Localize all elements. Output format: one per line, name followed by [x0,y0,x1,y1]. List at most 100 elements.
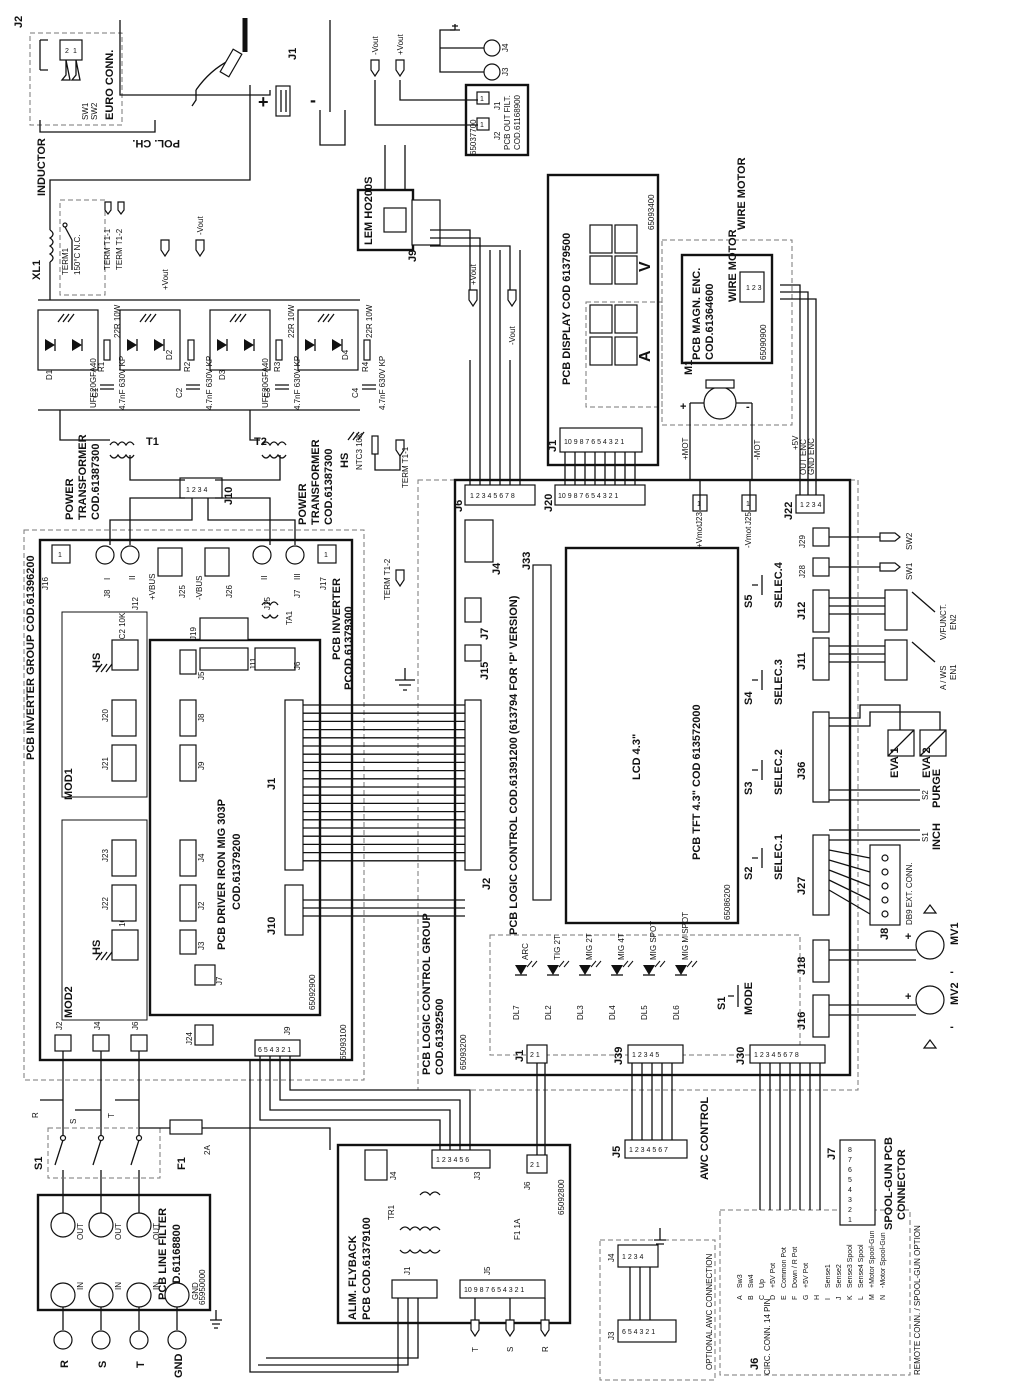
svg-text:J3: J3 [197,941,206,950]
svg-text:D4: D4 [341,349,350,360]
svg-text:V/FUNCT.: V/FUNCT. [939,604,948,640]
led-label: TIG 2T [553,935,562,960]
svg-text:+: + [258,92,269,112]
svg-text:J9: J9 [407,250,419,262]
svg-text:J12: J12 [131,597,140,610]
pcb-magn-enc: PCB MAGN. ENC. COD.61364600 65090900 1 2… [680,157,774,365]
svg-text:T: T [107,1113,116,1118]
svg-text:UFE20GFA40: UFE20GFA40 [261,358,270,408]
svg-text:TR1: TR1 [387,1204,396,1220]
svg-text:4.7nF 630V KP: 4.7nF 630V KP [118,356,127,410]
svg-text:REMOTE CONN. / SPOOL-GUN OPTIO: REMOTE CONN. / SPOOL-GUN OPTION [913,1225,922,1375]
svg-text:S5: S5 [743,595,755,608]
remote-pin-signal: -Motor Spool-Gun [880,1232,887,1288]
svg-text:TERM T1-2: TERM T1-2 [383,558,392,600]
svg-text:C2: C2 [175,387,184,398]
svg-text:1 2 3 4: 1 2 3 4 [800,502,822,509]
inverter-group-box [23,529,365,1081]
svg-text:LCD 4.3": LCD 4.3" [631,734,643,780]
svg-text:J16: J16 [41,577,50,590]
svg-text:SELEC.4: SELEC.4 [773,561,785,608]
svg-text:J6: J6 [453,500,465,512]
svg-text:J1: J1 [547,440,559,452]
svg-text:1: 1 [324,552,328,559]
svg-text:J17: J17 [319,577,328,590]
svg-text:S4: S4 [743,691,755,705]
svg-text:HS: HS [91,940,103,955]
svg-text:SELEC.2: SELEC.2 [773,749,785,795]
svg-text:TERM T1-1: TERM T1-1 [103,228,112,270]
svg-text:1 2 3 4 5 6: 1 2 3 4 5 6 [436,1157,469,1164]
svg-text:IN: IN [152,1282,161,1290]
remote-pin-letter: B [748,1295,755,1300]
svg-text:TRANSFORMER: TRANSFORMER [77,434,89,520]
remote-pin-signal: Sense4 Spool [858,1244,865,1288]
svg-text:WIRE MOTOR: WIRE MOTOR [727,229,739,302]
svg-text:PCB MAGN. ENC.: PCB MAGN. ENC. [691,268,703,360]
svg-text:PCB TFT 4.3" COD 613572000: PCB TFT 4.3" COD 613572000 [691,704,703,860]
svg-text:3: 3 [848,1197,852,1204]
svg-text:D1: D1 [45,369,54,380]
ta1-label: TA1 [285,610,294,625]
svg-text:6: 6 [848,1167,852,1174]
led-id: DL6 [672,1005,681,1020]
remote-pin-letter: L [858,1296,865,1300]
svg-text:-: - [746,401,750,413]
svg-text:+VBUS: +VBUS [148,574,157,600]
svg-text:S3: S3 [743,782,755,795]
svg-text:8: 8 [848,1147,852,1154]
svg-text:NTC3 10K: NTC3 10K [355,432,364,470]
svg-text:C4: C4 [351,387,360,398]
led-label: MIG SPOT [649,921,658,960]
svg-text:HS: HS [91,653,103,668]
svg-text:PCB LINE FILTER: PCB LINE FILTER [157,1208,169,1300]
remote-pin-signal: Sw3 [737,1274,744,1288]
svg-text:J23: J23 [101,849,110,862]
svg-text:+: + [680,401,686,413]
remote-pin-letter: C [759,1295,766,1300]
svg-text:SPOOL-GUN PCB: SPOOL-GUN PCB [883,1137,895,1230]
svg-text:65093200: 65093200 [459,1034,468,1070]
svg-text:J7: J7 [293,589,302,598]
svg-text:S: S [97,1361,109,1368]
svg-text:J6: J6 [131,1021,140,1030]
svg-text:22R 10W: 22R 10W [113,304,122,338]
remote-pin-signal: Sw4 [748,1274,755,1288]
svg-text:J3: J3 [473,1171,482,1180]
svg-text:65086200: 65086200 [723,884,732,920]
svg-text:1 2 3 4 5: 1 2 3 4 5 [632,1052,659,1059]
svg-text:J16: J16 [796,1012,808,1030]
svg-text:MV2: MV2 [949,982,961,1005]
svg-text:J1: J1 [403,1266,412,1275]
svg-text:M1: M1 [683,360,695,375]
svg-text:+Vout: +Vout [161,269,170,290]
svg-text:J39: J39 [613,1047,625,1065]
svg-text:R3: R3 [273,361,282,372]
polarity-change: + - J1 POL. CH. [132,48,346,149]
svg-text:T1: T1 [146,436,159,448]
svg-text:J22: J22 [783,502,795,520]
led-label: ARC [521,943,530,960]
svg-text:GND: GND [191,1282,200,1300]
svg-text:+Vout: +Vout [469,264,478,285]
svg-text:1: 1 [697,501,701,508]
svg-text:S2: S2 [743,867,755,880]
sw1-label: SW1 [81,102,90,120]
remote-pin-letter: N [880,1295,887,1300]
remote-pin-letter: K [847,1295,854,1300]
svg-text:J30: J30 [735,1047,747,1065]
svg-text:+Vmot: +Vmot [695,524,704,548]
svg-text:INDUCTOR: INDUCTOR [36,138,48,196]
euro-conn-label: EURO CONN. [104,50,116,120]
remote-pin-signal: Sense1 [825,1264,832,1288]
svg-text:EVA 2: EVA 2 [921,747,933,778]
remote-pin-signal: +5V Pot [770,1263,777,1288]
svg-text:65090900: 65090900 [759,324,768,360]
svg-text:J3: J3 [501,67,510,76]
svg-text:J1: J1 [287,48,299,60]
svg-text:J22: J22 [101,897,110,910]
svg-text:1 2 3 4 5 6 7 8: 1 2 3 4 5 6 7 8 [470,493,515,500]
